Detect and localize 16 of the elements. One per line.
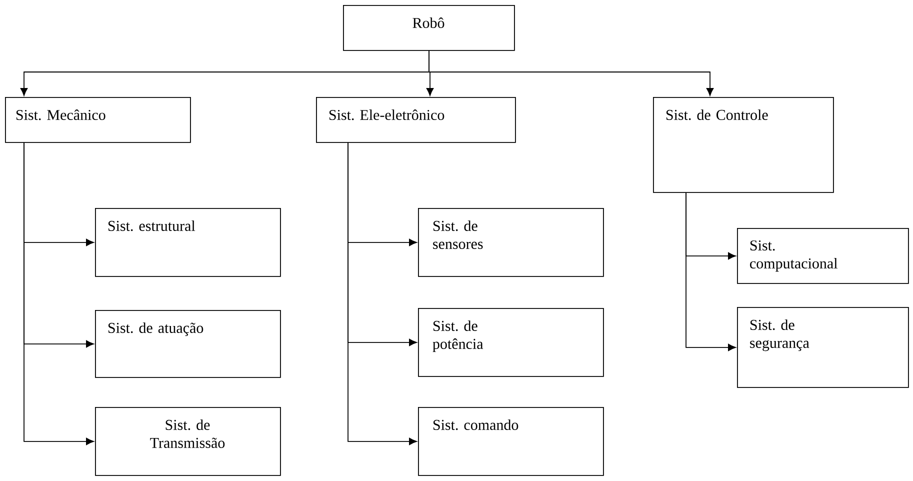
process-box: Sist. de segurança	[737, 307, 909, 388]
process-box: Sist. comando	[418, 407, 604, 476]
process-box: Sist. de potência	[418, 308, 604, 377]
process-box: Sist. de sensores	[418, 208, 604, 277]
process-box: Sist. Ele-eletrônico	[316, 97, 516, 143]
process-box: Sist. Mecânico	[5, 97, 191, 143]
arrow	[24, 142, 94, 446]
process-box: Sist. estrutural	[95, 208, 281, 277]
process-box: Sist. de Controle	[653, 97, 834, 193]
process-box: Robô	[343, 5, 515, 51]
arrow	[348, 142, 417, 446]
arrow	[428, 50, 714, 96]
process-box: Sist. de atuação	[95, 310, 281, 378]
arrow	[686, 192, 736, 352]
process-box: Sist. computacional	[737, 228, 909, 284]
process-box: Sist. de Transmissão	[95, 407, 281, 476]
